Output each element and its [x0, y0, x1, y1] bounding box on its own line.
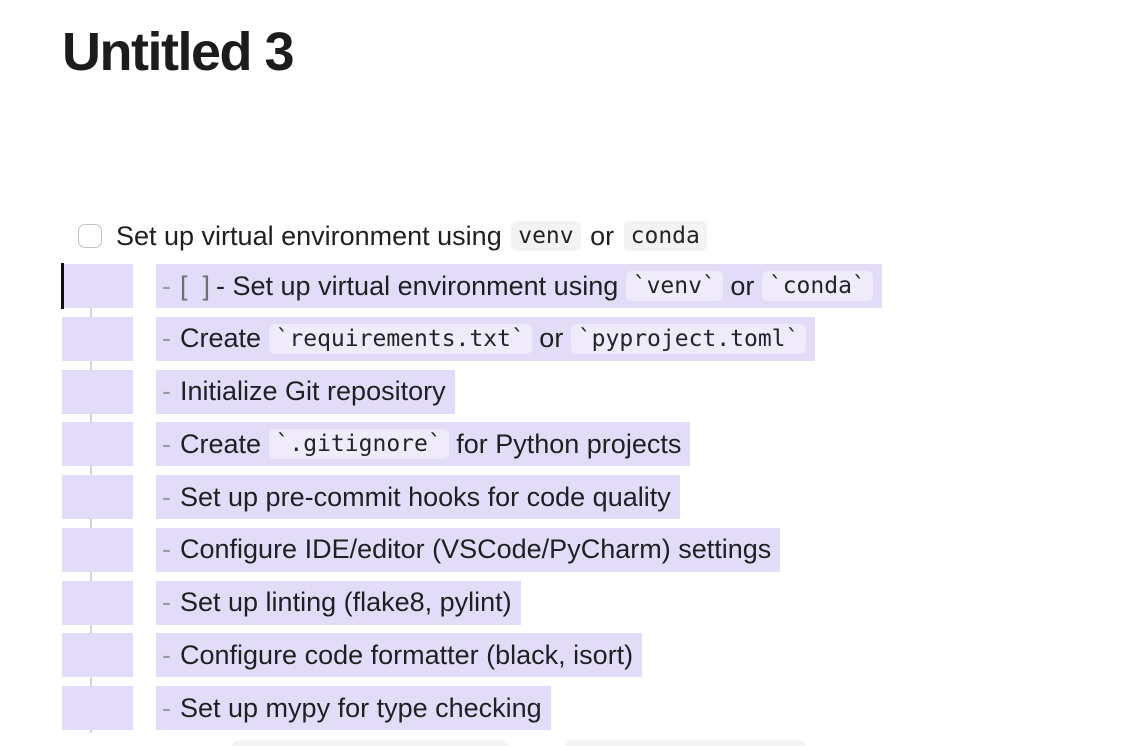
line-marker: - [162, 376, 171, 406]
line-text: - Set up virtual environment using [216, 270, 626, 301]
selected-line[interactable]: -Set up pre-commit hooks for code qualit… [0, 475, 1144, 519]
indent-selection-highlight [62, 633, 133, 678]
line-marker: - [162, 587, 171, 617]
line-text: Configure code formatter (black, isort) [180, 639, 634, 670]
indent-selection-highlight [62, 264, 133, 308]
indent-selection-highlight [62, 422, 133, 467]
line-text: Configure IDE/editor (VSCode/PyCharm) se… [180, 534, 772, 565]
inline-code: `conda` [761, 271, 873, 301]
selected-line-text: -[ ]- Set up virtual environment using `… [156, 264, 882, 308]
line-text: or [582, 220, 622, 251]
indent-selection-highlight [62, 316, 133, 361]
line-text: Set up pre-commit hooks for code quality [180, 481, 671, 512]
todo-checkbox-icon[interactable] [78, 224, 102, 248]
line-marker: - [162, 534, 171, 565]
line-text: or [722, 270, 762, 301]
line-marker: - [162, 428, 171, 459]
line-text: Initialize Git repository [180, 376, 446, 406]
selected-line[interactable]: -Set up linting (flake8, pylint) [0, 580, 1144, 625]
selected-line-text: -Configure code formatter (black, isort) [156, 633, 643, 678]
inline-code: venv [511, 221, 581, 251]
selected-line-text: -Initialize Git repository [156, 369, 455, 414]
inline-code: `.gitignore` [268, 429, 449, 460]
indent-selection-highlight [62, 580, 133, 625]
inline-code: `requirements.txt` [268, 323, 532, 354]
indent-selection-highlight [62, 475, 133, 519]
partial-code-chip [565, 740, 806, 746]
partial-code-chip [232, 740, 509, 746]
line-bracket: [ ] [180, 270, 211, 301]
line-text: Create [180, 428, 269, 459]
line-marker: - [162, 481, 171, 512]
line-text: or [531, 323, 571, 354]
selected-line[interactable]: -Set up mypy for type checking [0, 686, 1144, 730]
text-caret [61, 263, 64, 309]
indent-selection-highlight [62, 686, 133, 730]
line-marker: - [162, 692, 171, 723]
line-marker: - [162, 270, 171, 301]
line-text: Set up mypy for type checking [180, 692, 542, 723]
todo-item-text: Set up virtual environment using venv or… [116, 221, 709, 252]
line-marker: - [162, 323, 171, 354]
selected-line-text: -Configure IDE/editor (VSCode/PyCharm) s… [156, 527, 781, 572]
selected-line[interactable]: -Initialize Git repository [0, 369, 1144, 414]
selected-line-text: -Create `requirements.txt` or `pyproject… [156, 316, 816, 361]
inline-code: `venv` [625, 271, 723, 301]
selected-line-text: -Set up pre-commit hooks for code qualit… [156, 475, 680, 519]
inline-code: `pyproject.toml` [570, 323, 807, 354]
line-text: for Python projects [448, 428, 682, 459]
selected-line[interactable]: -Configure IDE/editor (VSCode/PyCharm) s… [0, 527, 1144, 572]
selected-line[interactable]: -[ ]- Set up virtual environment using `… [0, 263, 1144, 309]
line-marker: - [162, 639, 171, 670]
selected-line-text: -Set up mypy for type checking [156, 686, 551, 730]
line-text: Set up linting (flake8, pylint) [180, 587, 512, 617]
line-text: Create [180, 323, 269, 354]
line-text: Set up virtual environment using [116, 220, 510, 251]
indent-selection-highlight [62, 369, 133, 414]
selected-line[interactable]: -Create `requirements.txt` or `pyproject… [0, 316, 1144, 361]
note-title[interactable]: Untitled 3 [62, 22, 295, 82]
indent-selection-highlight [62, 527, 133, 572]
selected-line[interactable]: -Create `.gitignore` for Python projects [0, 422, 1144, 467]
selected-line[interactable]: -Configure code formatter (black, isort) [0, 633, 1144, 678]
selected-line-text: -Set up linting (flake8, pylint) [156, 580, 521, 625]
selected-line-text: -Create `.gitignore` for Python projects [156, 422, 691, 467]
inline-code: conda [623, 221, 707, 251]
todo-item[interactable]: Set up virtual environment using venv or… [78, 216, 709, 256]
